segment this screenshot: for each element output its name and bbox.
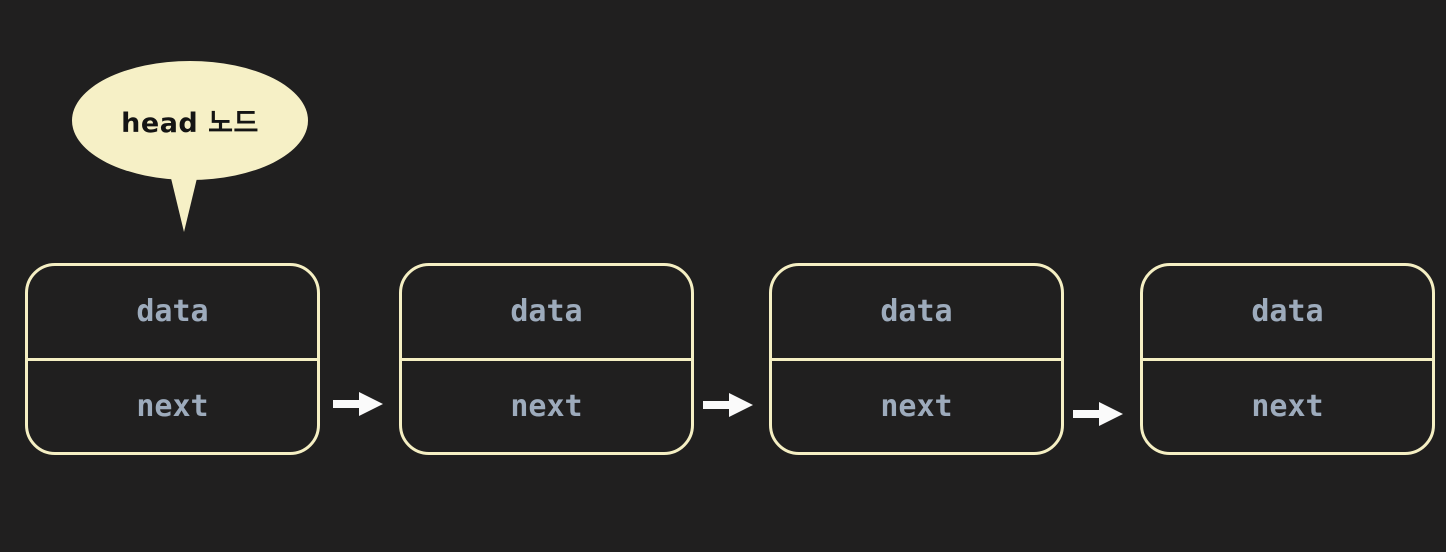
head-node-callout-label: head 노드 [121,108,259,139]
node-4-next-cell: next [1251,388,1324,424]
next-pointer-arrow-icon [1073,399,1125,429]
node-2-next-cell: next [510,388,583,424]
callout-tail-pointer [170,174,198,232]
node-2-data-cell: data [402,266,691,361]
head-node-callout-bubble: head 노드 [72,61,308,180]
next-pointer-arrow-icon [703,390,755,420]
node-1-data-cell: data [28,266,317,361]
list-node-3: data next [769,263,1064,455]
node-3-data-cell: data [772,266,1061,361]
list-node-1: data next [25,263,320,455]
node-1-next-cell: next [136,388,209,424]
list-node-2: data next [399,263,694,455]
list-node-4: data next [1140,263,1435,455]
node-3-next-cell: next [880,388,953,424]
node-4-data-cell: data [1143,266,1432,361]
next-pointer-arrow-icon [333,389,385,419]
